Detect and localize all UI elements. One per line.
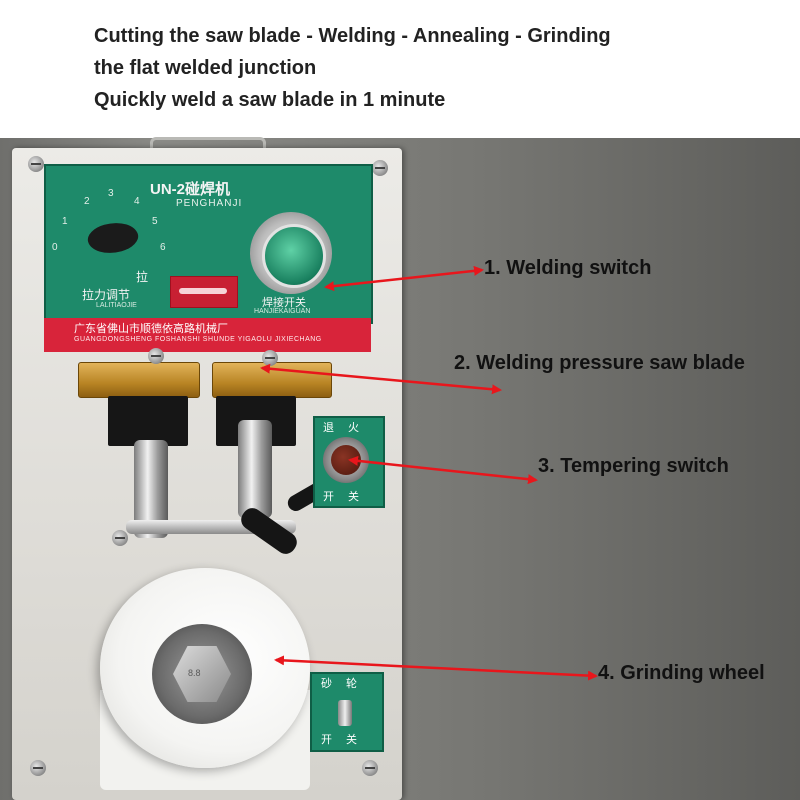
dial-label-pinyin: LALITIAOJIE	[96, 302, 137, 309]
annotation-welding-pressure: 2. Welding pressure saw blade	[454, 352, 745, 374]
caption-line-1: Cutting the saw blade - Welding - Anneal…	[94, 25, 611, 47]
annotation-grinding-wheel: 4. Grinding wheel	[598, 662, 765, 684]
brand-logo	[170, 276, 238, 308]
screw-icon	[362, 760, 378, 776]
tempering-label-bottom: 开关	[323, 491, 373, 503]
grinding-label-bottom: 开关	[321, 734, 371, 746]
weld-switch-label: 焊接开关	[262, 297, 306, 309]
maker-pinyin: GUANGDONGSHENG FOSHANSHI SHUNDE YIGAOLU …	[74, 336, 322, 343]
right-clamp-jaw	[212, 362, 332, 398]
tempering-label-top: 退火	[323, 422, 373, 434]
dial-number: 3	[108, 188, 114, 199]
model-pinyin: PENGHANJI	[176, 198, 243, 209]
screw-icon	[112, 530, 128, 546]
maker-name: 广东省佛山市顺德依高路机械厂	[74, 323, 228, 335]
annotation-tempering-switch: 3. Tempering switch	[538, 455, 729, 477]
screw-icon	[372, 160, 388, 176]
dial-number: 4	[134, 196, 140, 207]
dial-char: 拉	[136, 270, 149, 284]
annotation-welding-switch: 1. Welding switch	[484, 257, 652, 279]
bolt-marking: 8.8	[188, 668, 201, 678]
clamp-screw-icon	[148, 348, 164, 364]
clamp-screw-icon	[262, 350, 278, 366]
welding-switch-button[interactable]	[262, 224, 326, 288]
left-clamp-jaw	[78, 362, 200, 398]
dial-number: 5	[152, 216, 158, 227]
dial-number: 1	[62, 216, 68, 227]
dial-number: 6	[160, 242, 166, 253]
model-title: UN-2碰焊机	[150, 181, 231, 198]
grinding-label-top: 砂轮	[321, 678, 371, 690]
dial-scale: 0 1 2 3 4 5 6	[50, 186, 170, 256]
right-clamp-cylinder	[238, 420, 272, 518]
caption-block: Cutting the saw blade - Welding - Anneal…	[94, 20, 611, 116]
screw-icon	[28, 156, 44, 172]
maker-band	[44, 318, 371, 352]
dial-label: 拉力调节	[82, 288, 131, 302]
caption-line-3: Quickly weld a saw blade in 1 minute	[94, 89, 446, 111]
carry-handle	[150, 137, 266, 156]
tempering-switch-button[interactable]	[331, 445, 361, 475]
caption-line-2: the flat welded junction	[94, 57, 317, 79]
grinding-toggle-switch[interactable]	[338, 700, 352, 726]
left-clamp-block	[108, 396, 188, 446]
dial-number: 2	[84, 196, 90, 207]
dial-number: 0	[52, 242, 58, 253]
screw-icon	[30, 760, 46, 776]
weld-switch-pinyin: HANJIEKAIGUAN	[254, 308, 311, 315]
